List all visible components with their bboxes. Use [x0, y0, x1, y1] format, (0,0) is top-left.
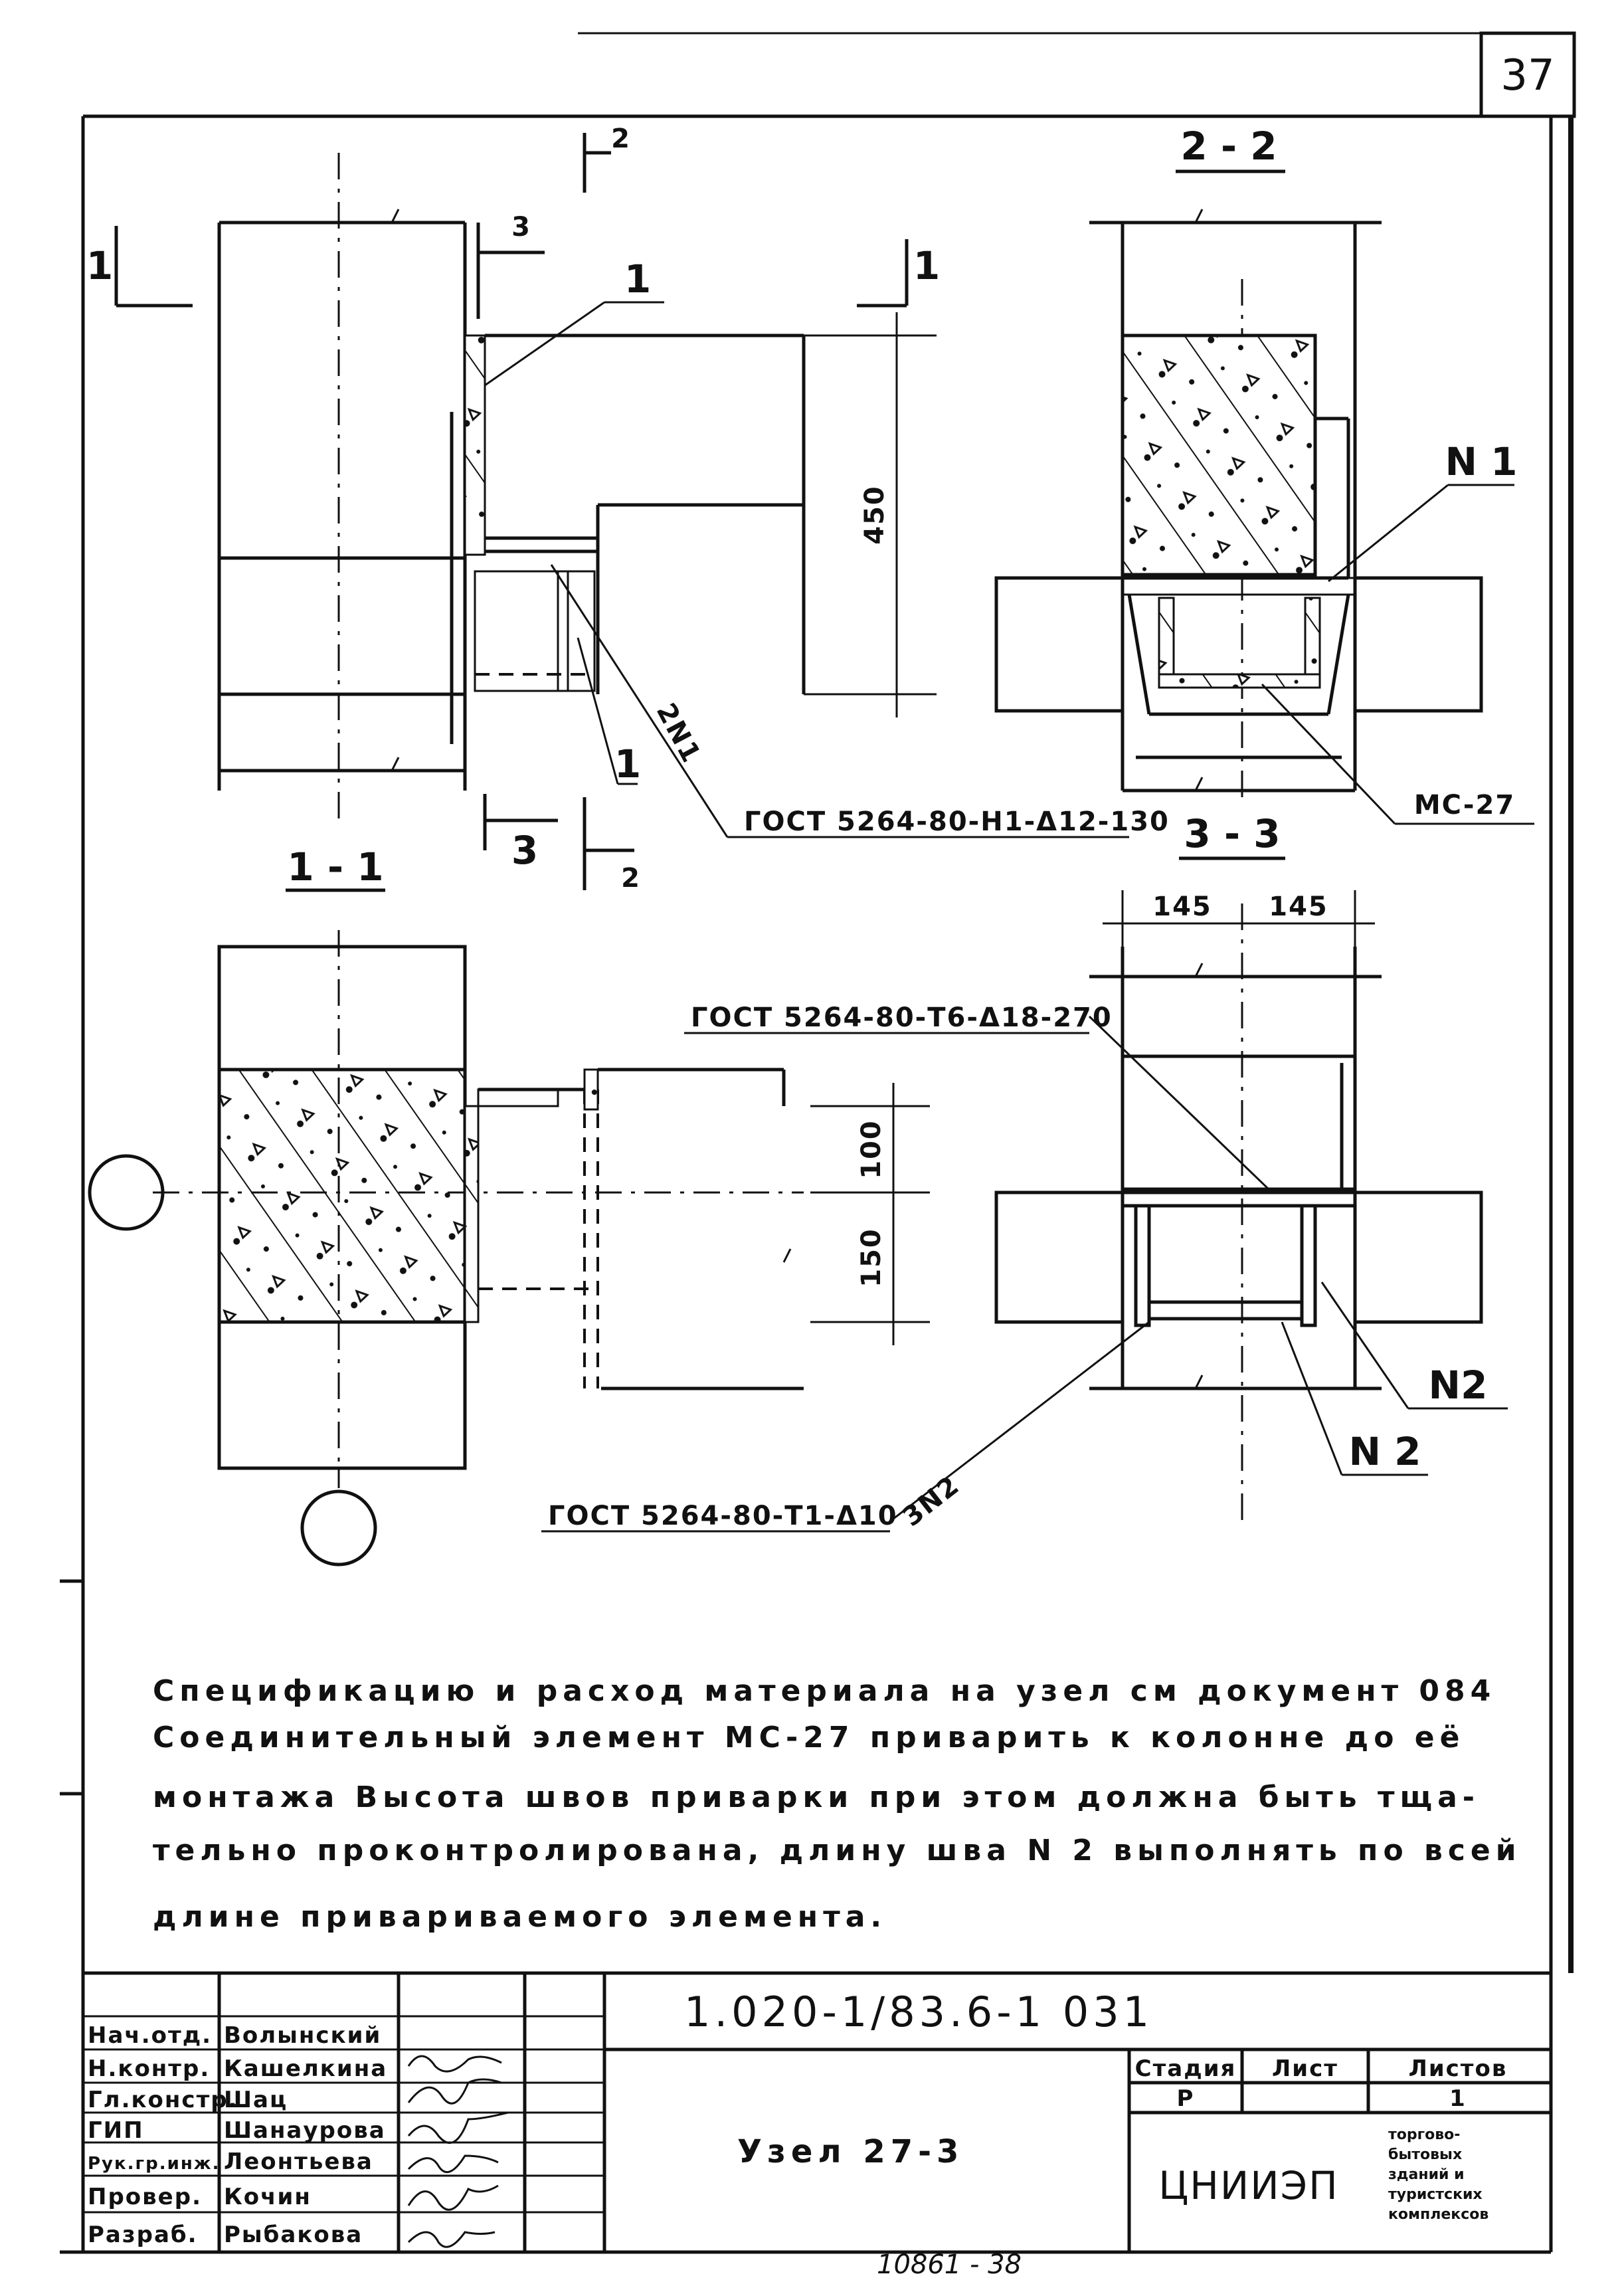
note-line-2: Соединительный элемент МС-27 приварить к…	[153, 1721, 1465, 1755]
role-chief-designer: Гл.констр.	[88, 2087, 238, 2113]
organization-name: ЦНИИЭП	[1158, 2163, 1339, 2208]
view-title-1-1: 1 - 1	[287, 844, 383, 890]
plan-view	[88, 930, 930, 1566]
stage-header: Стадия	[1135, 2055, 1237, 2082]
position-1-lower: 1	[614, 741, 641, 787]
name-developed: Рыбакова	[224, 2222, 363, 2248]
sheet-header: Лист	[1272, 2055, 1338, 2082]
role-chief-engineer: ГИП	[88, 2117, 144, 2144]
org-subtitle-2: бытовых	[1388, 2146, 1462, 2163]
org-subtitle-1: торгово-	[1388, 2127, 1460, 2143]
name-chief-engineer: Шанаурова	[224, 2117, 386, 2144]
cut-mark-1-left: 1	[86, 243, 113, 288]
sheets-header: Листов	[1409, 2055, 1508, 2082]
org-subtitle-3: зданий и	[1388, 2166, 1465, 2183]
note-line-3: монтажа Высота швов приварки при этом до…	[153, 1780, 1480, 1814]
sheet-frame	[60, 31, 1576, 2252]
callout-2n1: 2N1	[650, 698, 707, 769]
sheets-value: 1	[1449, 2085, 1467, 2112]
callout-mc27: MC-27	[1414, 790, 1515, 820]
dimension-145-right: 145	[1269, 892, 1328, 922]
name-head-of-dept: Волынский	[224, 2022, 381, 2049]
cut-mark-2-bottom: 2	[621, 863, 641, 894]
gost-t1-callout: ГОСТ 5264-80-Т1-Δ10	[548, 1501, 898, 1531]
cut-mark-3-top: 3	[511, 212, 531, 242]
view-title-3-3: 3 - 3	[1184, 811, 1280, 856]
dimension-145-left: 145	[1152, 892, 1212, 922]
cut-mark-1-right: 1	[913, 243, 940, 288]
dimension-100: 100	[856, 1119, 887, 1179]
section-3-3-view	[889, 890, 1508, 1528]
section-1-1-view	[114, 133, 1129, 890]
gost-h1-callout: ГОСТ 5264-80-Н1-Δ12-130	[744, 807, 1170, 837]
name-group-lead: Леонтьева	[224, 2148, 373, 2175]
role-checked: Провер.	[88, 2184, 202, 2210]
callout-n2-upper: N2	[1429, 1363, 1488, 1408]
note-line-1: Спецификацию и расход материала на узел …	[153, 1674, 1496, 1708]
callout-n2-lower: N 2	[1348, 1429, 1421, 1474]
dimension-450: 450	[859, 485, 890, 545]
position-1-upper: 1	[624, 256, 651, 302]
cut-mark-3-bottom: 3	[511, 828, 538, 873]
callout-n1: N 1	[1445, 439, 1517, 484]
name-checked: Кочин	[224, 2184, 312, 2210]
cut-mark-2-top: 2	[611, 124, 631, 154]
stage-value: Р	[1177, 2085, 1195, 2112]
name-norm-control: Кашелкина	[224, 2055, 387, 2082]
org-subtitle-5: комплексов	[1388, 2206, 1489, 2223]
org-subtitle-4: туристских	[1388, 2186, 1483, 2203]
view-title-2-2: 2 - 2	[1180, 124, 1277, 169]
title-block-grid	[60, 1971, 1551, 2254]
role-head-of-dept: Нач.отд.	[88, 2022, 212, 2049]
footer-number: 10861 - 38	[877, 2249, 1022, 2275]
note-line-4: тельно проконтролирована, длину шва N 2 …	[153, 1834, 1522, 1867]
role-group-lead: Рук.гр.инж.	[88, 2154, 221, 2174]
gost-t6-callout: ГОСТ 5264-80-Т6-Δ18-270	[691, 1002, 1113, 1033]
name-chief-designer: Шац	[224, 2087, 288, 2113]
node-title: Узел 27-3	[737, 2133, 964, 2170]
document-code: 1.020-1/83.6-1 031	[684, 1988, 1153, 2036]
sheet-number: 37	[1500, 51, 1554, 100]
role-developed: Разраб.	[88, 2222, 198, 2248]
dimension-150: 150	[856, 1228, 887, 1287]
note-line-5: длине привариваемого элемента.	[153, 1900, 887, 1934]
section-2-2-view	[994, 209, 1534, 825]
callout-3n2: 3N2	[897, 1470, 965, 1533]
signatures	[407, 2055, 509, 2248]
role-norm-control: Н.контр.	[88, 2055, 210, 2082]
